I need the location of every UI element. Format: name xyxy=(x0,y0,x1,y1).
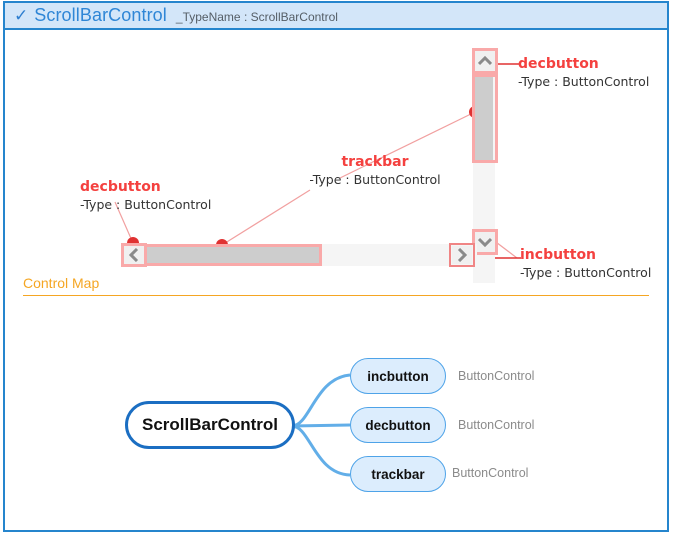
child-node-label: incbutton xyxy=(367,368,429,384)
panel-titlebar: ✓ ScrollBarControl _TypeName : ScrollBar… xyxy=(5,3,667,30)
horizontal-incbutton-highlight xyxy=(449,243,475,267)
vertical-decbutton[interactable] xyxy=(475,51,495,71)
callout-type: -Type : ButtonControl xyxy=(309,172,441,187)
callout-name: decbutton xyxy=(518,56,599,72)
callout-decbutton-vertical: decbutton -Type : ButtonControl xyxy=(518,56,650,90)
callout-name: trackbar xyxy=(341,154,409,170)
callout-decbutton-horizontal: decbutton -Type : ButtonControl xyxy=(80,179,212,213)
vertical-trackbar-highlight xyxy=(472,74,498,163)
diagram-canvas: decbutton -Type : ButtonControl trackbar… xyxy=(5,30,667,530)
vertical-decbutton-highlight xyxy=(472,48,498,74)
control-map-type-decbutton: ButtonControl xyxy=(458,418,535,432)
horizontal-incbutton[interactable] xyxy=(452,246,472,264)
callout-leader-lines xyxy=(114,58,521,264)
callout-type: -Type : ButtonControl xyxy=(80,197,212,212)
horizontal-trackbar-highlight xyxy=(144,244,322,266)
control-map-node-incbutton[interactable]: incbutton xyxy=(350,358,446,394)
callout-type: -Type : ButtonControl xyxy=(520,265,652,280)
page-title: ScrollBarControl xyxy=(34,5,167,25)
callout-name: incbutton xyxy=(520,247,597,263)
child-node-label: trackbar xyxy=(371,466,425,482)
type-name-label: _TypeName : ScrollBarControl xyxy=(175,10,338,24)
callout-trackbar: trackbar -Type : ButtonControl xyxy=(290,154,460,188)
chevron-up-icon xyxy=(478,56,492,66)
horizontal-trackbar-thumb[interactable] xyxy=(147,247,319,263)
vertical-incbutton[interactable] xyxy=(475,232,495,252)
callout-type: -Type : ButtonControl xyxy=(518,74,650,89)
callout-incbutton: incbutton -Type : ButtonControl xyxy=(520,247,652,281)
control-map-type-trackbar: ButtonControl xyxy=(452,466,529,480)
horizontal-decbutton[interactable] xyxy=(124,246,144,264)
control-map-root-node[interactable]: ScrollBarControl xyxy=(125,401,295,449)
chevron-right-icon xyxy=(457,248,467,262)
section-title-control-map: Control Map xyxy=(23,275,100,291)
control-inspector-panel: ✓ ScrollBarControl _TypeName : ScrollBar… xyxy=(3,1,669,532)
vertical-incbutton-highlight xyxy=(472,229,498,255)
vertical-trackbar-thumb[interactable] xyxy=(475,77,493,160)
control-map-node-decbutton[interactable]: decbutton xyxy=(350,407,446,443)
control-map-type-incbutton: ButtonControl xyxy=(458,369,535,383)
control-map-node-trackbar[interactable]: trackbar xyxy=(350,456,446,492)
root-node-label: ScrollBarControl xyxy=(141,415,279,434)
chevron-down-icon xyxy=(478,237,492,247)
section-divider xyxy=(23,295,649,296)
chevron-left-icon xyxy=(129,248,139,262)
callout-name: decbutton xyxy=(80,179,161,195)
child-node-label: decbutton xyxy=(365,417,431,433)
check-icon: ✓ xyxy=(14,6,29,25)
